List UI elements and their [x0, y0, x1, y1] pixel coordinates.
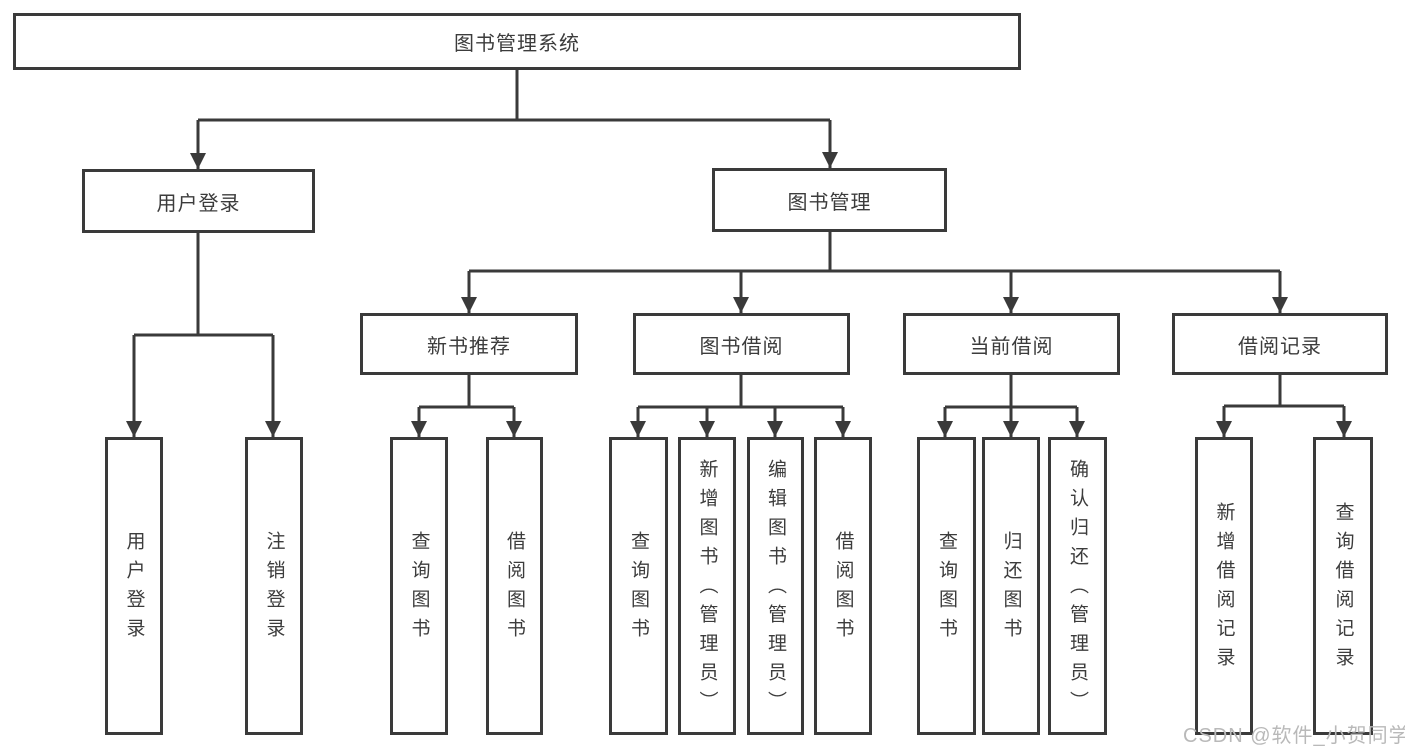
leaf-edit-book-admin: 编辑图书（管理员）	[747, 437, 804, 735]
connector-current-borrowing-to-leaves	[937, 375, 1085, 437]
leaf-logout: 注销登录	[245, 437, 303, 735]
node-book-borrowing: 图书借阅	[633, 313, 850, 375]
watermark: CSDN @软件_小贺同学	[1183, 725, 1405, 747]
node-borrow-records: 借阅记录	[1172, 313, 1388, 375]
connector-user-login-to-leaves	[126, 233, 281, 437]
node-new-book-recommend: 新书推荐	[360, 313, 578, 375]
leaf-confirm-return-admin: 确认归还（管理员）	[1048, 437, 1107, 735]
node-root: 图书管理系统	[13, 13, 1021, 70]
leaf-user-login: 用户登录	[105, 437, 163, 735]
leaf-return-books: 归还图书	[982, 437, 1040, 735]
leaf-borrow-books-recommend: 借阅图书	[486, 437, 543, 735]
node-user-login: 用户登录	[82, 169, 315, 233]
node-current-borrowing: 当前借阅	[903, 313, 1120, 375]
leaf-query-books-borrowing: 查询图书	[609, 437, 668, 735]
node-book-management: 图书管理	[712, 168, 947, 232]
connector-new-book-recommend-to-leaves	[411, 375, 522, 437]
leaf-add-book-admin: 新增图书（管理员）	[678, 437, 736, 735]
leaf-add-borrow-record: 新增借阅记录	[1195, 437, 1253, 735]
connector-borrow-records-to-leaves	[1216, 375, 1352, 437]
leaf-borrow-books: 借阅图书	[814, 437, 872, 735]
leaf-query-books-current: 查询图书	[917, 437, 976, 735]
connector-root-to-level2	[190, 70, 838, 169]
leaf-query-borrow-record: 查询借阅记录	[1313, 437, 1373, 735]
connector-book-borrowing-to-leaves	[630, 375, 851, 437]
leaf-query-books-recommend: 查询图书	[390, 437, 448, 735]
connector-book-management-to-level3	[461, 232, 1288, 313]
